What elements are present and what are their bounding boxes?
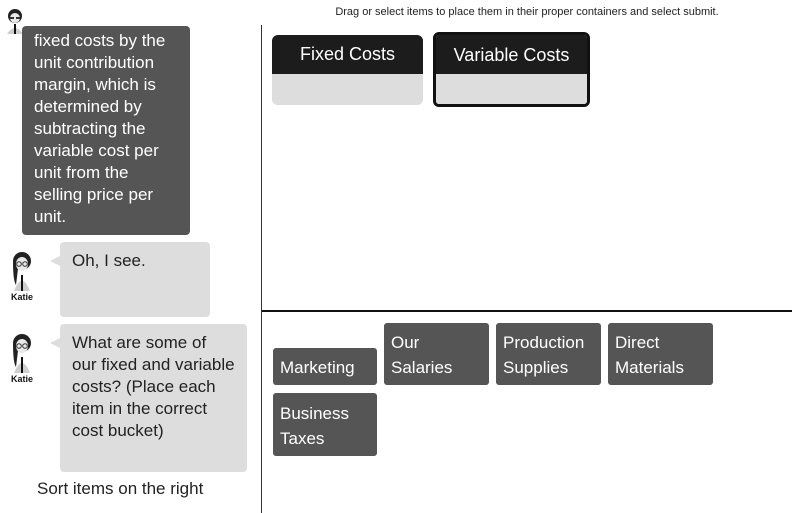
item-our-salaries[interactable]: Our Salaries	[384, 323, 489, 385]
bucket-drop-zone[interactable]	[436, 74, 587, 104]
avatar: Katie	[7, 251, 37, 302]
item-business-taxes[interactable]: Business Taxes	[273, 393, 377, 456]
chat-message-dark: fixed costs by the unit contribution mar…	[22, 26, 190, 235]
item-direct-materials[interactable]: Direct Materials	[608, 323, 713, 385]
item-marketing[interactable]: Marketing	[273, 348, 377, 385]
person-avatar-icon	[13, 252, 31, 291]
drop-area-divider	[262, 310, 792, 312]
bucket-fixed-costs[interactable]: Fixed Costs	[272, 35, 423, 105]
avatar-name: Katie	[10, 292, 33, 302]
chat-message-light: What are some of our fixed and variable …	[50, 324, 247, 472]
chat-panel: fixed costs by the unit contribution mar…	[0, 0, 261, 513]
person-avatar-icon	[7, 9, 23, 34]
item-production-supplies[interactable]: Production Supplies	[496, 323, 601, 385]
avatar: Katie	[7, 333, 37, 384]
person-avatar-icon	[13, 334, 31, 373]
avatar-name: Katie	[10, 374, 33, 384]
sort-hint: Sort items on the right	[37, 479, 204, 498]
bucket-variable-costs[interactable]: Variable Costs	[433, 32, 590, 107]
avatar	[0, 8, 30, 34]
panel-divider	[261, 25, 262, 513]
instruction-text: Drag or select items to place them in th…	[335, 6, 719, 18]
chat-message-light: Oh, I see.	[50, 242, 210, 317]
bucket-drop-zone[interactable]	[272, 74, 423, 105]
bucket-header: Fixed Costs	[272, 35, 423, 74]
bucket-header: Variable Costs	[436, 35, 587, 74]
